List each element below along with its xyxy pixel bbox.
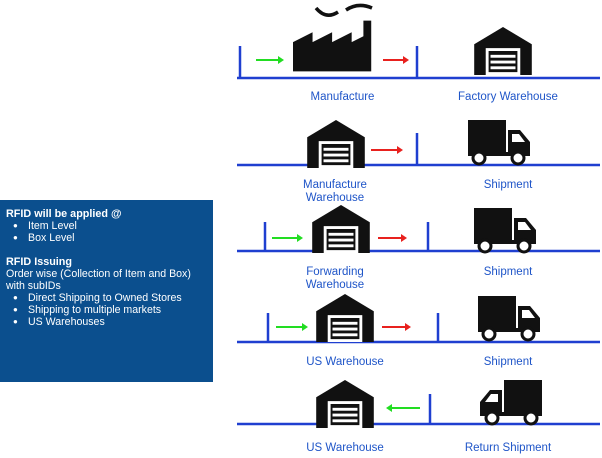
delivery-truck-icon [474, 208, 536, 254]
rfid-issuing-description: Order wise (Collection of Item and Box) … [6, 268, 191, 292]
rfid-applied-heading: RFID will be applied @ [6, 208, 122, 220]
row4-outbound-arrow-head [405, 323, 411, 331]
row3-outbound-arrow-head [401, 234, 407, 242]
delivery-truck-icon [480, 380, 542, 426]
warehouse-icon [312, 205, 370, 253]
warehouse-icon [316, 380, 374, 428]
rfid-issuing-item-3: US Warehouses [6, 316, 208, 328]
delivery-truck-icon [468, 120, 530, 166]
row3-inbound-arrow-head [297, 234, 303, 242]
factory-icon [293, 20, 372, 72]
warehouse-icon [474, 27, 532, 75]
row4-left-label: US Warehouse [306, 356, 384, 368]
rfid-issuing-heading: RFID Issuing [6, 256, 72, 268]
row2-outbound-arrow-head [397, 146, 403, 154]
rfid-level-item: Item Level [6, 220, 208, 232]
row2-right-label: Shipment [483, 179, 533, 191]
rfid-level-list: Item Level Box Level [6, 220, 208, 244]
rfid-info-panel: RFID will be applied @ Item Level Box Le… [0, 200, 213, 382]
row3-left-label: Forwarding Warehouse [305, 266, 365, 291]
delivery-truck-icon [478, 296, 540, 342]
return-truck-icon [480, 380, 542, 426]
row1-inbound-arrow-head [278, 56, 284, 64]
rfid-issuing-item-2: Shipping to multiple markets [6, 304, 208, 316]
row1-outbound-arrow-head [403, 56, 409, 64]
row5-return-arrow-head [386, 404, 392, 412]
warehouse-icon [316, 294, 374, 342]
row4-right-label: Shipment [483, 356, 533, 368]
rfid-issuing-list: Direct Shipping to Owned Stores Shipping… [6, 292, 208, 328]
rfid-level-box: Box Level [6, 232, 208, 244]
row5-right-label: Return Shipment [464, 442, 552, 454]
warehouse-icon [307, 120, 365, 168]
row1-left-label: Manufacture [310, 91, 375, 103]
row3-right-label: Shipment [483, 266, 533, 278]
smoke-cloud-1 [314, 6, 339, 17]
row4-inbound-arrow-head [302, 323, 308, 331]
row2-left-label: Manufacture Warehouse [303, 179, 367, 204]
smoke-cloud-2 [345, 3, 373, 12]
rfid-issuing-item-1: Direct Shipping to Owned Stores [6, 292, 208, 304]
row1-right-label: Factory Warehouse [458, 91, 558, 103]
row5-left-label: US Warehouse [306, 442, 384, 454]
